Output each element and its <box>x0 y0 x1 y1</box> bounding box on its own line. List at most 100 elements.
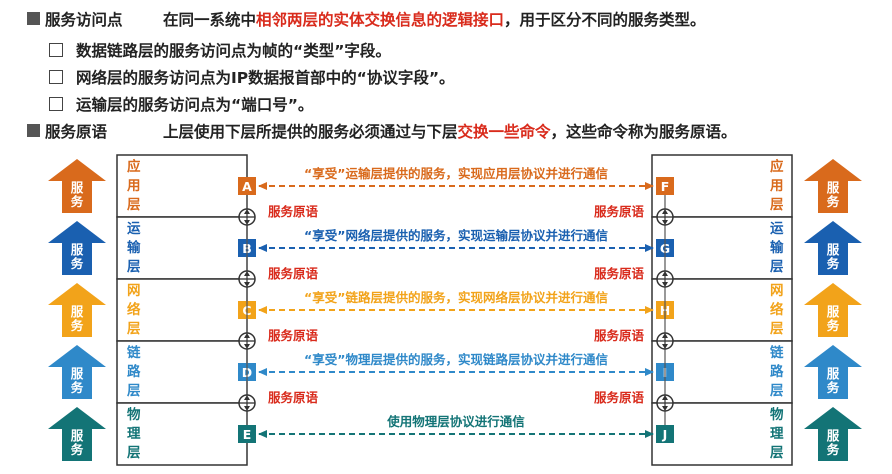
layer-name-char: 链 <box>770 344 784 361</box>
arrowhead-down-icon <box>244 344 250 349</box>
sap-point-right <box>656 425 674 443</box>
service-arrow-label: 服务 <box>827 304 840 333</box>
layer-name-char: 层 <box>127 383 141 399</box>
service-arrow-label: 服务 <box>827 366 840 395</box>
service-arrow-label: 服务 <box>71 180 84 209</box>
arrowhead-down-icon <box>662 220 668 225</box>
primitive-heading: 服务原语 <box>45 123 108 141</box>
service-primitive-label-right: 服务原语 <box>594 204 645 219</box>
sap-desc-suffix: ，用于区分不同的服务类型。 <box>504 11 706 29</box>
service-arrow-label: 服务 <box>827 428 840 457</box>
right-service-arrow: 服务 <box>804 345 862 399</box>
arrowhead-right-icon <box>645 368 654 376</box>
layer-name-char: 层 <box>770 445 784 461</box>
arrowhead-up-icon <box>662 271 668 276</box>
sap-point-right-label: F <box>661 179 670 194</box>
arrowhead-up-icon <box>244 209 250 214</box>
primitive-description: 上层使用下层所提供的服务必须通过与下层交换一些命令，这些命令称为服务原语。 <box>163 120 737 142</box>
right-layer-box <box>651 216 793 280</box>
service-primitive-label-left: 服务原语 <box>268 390 319 405</box>
service-primitive-label-left: 服务原语 <box>268 204 319 219</box>
arrowhead-down-icon <box>244 220 250 225</box>
right-service-arrow: 服务 <box>804 221 862 275</box>
arrowhead-left-icon <box>258 306 267 314</box>
service-primitive-label-right: 服务原语 <box>594 390 645 405</box>
left-service-arrow: 服务 <box>48 283 106 337</box>
sap-item-network: 网络层的服务访问点为IP数据报首部中的“协议字段”。 <box>76 69 455 87</box>
up-arrow-icon <box>48 221 106 275</box>
right-layer-box <box>651 340 793 404</box>
sap-heading: 服务访问点 <box>45 11 123 29</box>
layer-name-char: 输 <box>770 239 784 256</box>
up-arrow-icon <box>804 345 862 399</box>
bullet-square <box>27 12 40 25</box>
arrowhead-up-icon <box>244 395 250 400</box>
left-service-arrow: 服务 <box>48 221 106 275</box>
service-primitive-label-left: 服务原语 <box>268 266 319 281</box>
primitive-desc-highlight: 交换一些命令 <box>457 123 551 141</box>
layer-name-char: 输 <box>127 239 141 256</box>
up-arrow-icon <box>804 283 862 337</box>
service-arrow-label: 服务 <box>827 180 840 209</box>
layer-name-char: 物 <box>127 406 141 423</box>
left-layer-box <box>116 216 248 280</box>
sap-point-left-label: E <box>243 427 252 442</box>
service-arrow-label: 服务 <box>71 366 84 395</box>
layer-name-char: 链 <box>127 344 141 361</box>
left-layer-box <box>116 340 248 404</box>
arrowhead-down-icon <box>662 282 668 287</box>
sap-item-link: 数据链路层的服务访问点为帧的“类型”字段。 <box>76 42 391 60</box>
service-arrow-label: 服务 <box>71 428 84 457</box>
peer-comm-label: 使用物理层协议进行通信 <box>386 414 525 429</box>
right-layer-box <box>651 402 793 466</box>
arrowhead-right-icon <box>645 244 654 252</box>
up-arrow-icon <box>48 283 106 337</box>
sap-point-right <box>656 177 674 195</box>
layer-name-char: 用 <box>770 178 784 194</box>
left-service-arrow: 服务 <box>48 345 106 399</box>
layer-name-char: 网 <box>127 283 141 299</box>
layer-name-char: 层 <box>770 383 784 399</box>
layer-name-char: 用 <box>127 178 141 194</box>
layer-name-char: 层 <box>127 445 141 461</box>
arrowhead-right-icon <box>645 430 654 438</box>
arrowhead-down-icon <box>662 344 668 349</box>
arrowhead-up-icon <box>662 333 668 338</box>
right-service-arrow: 服务 <box>804 159 862 213</box>
sap-item-transport: 运输层的服务访问点为“端口号”。 <box>76 96 314 114</box>
arrowhead-right-icon <box>645 182 654 190</box>
up-arrow-icon <box>804 159 862 213</box>
layer-name-char: 路 <box>127 363 141 380</box>
layer-name-char: 层 <box>127 321 141 337</box>
layer-name-char: 层 <box>127 197 141 213</box>
arrowhead-right-icon <box>645 306 654 314</box>
service-arrow-label: 服务 <box>71 304 84 333</box>
peer-comm-label: “享受”链路层提供的服务，实现网络层协议并进行通信 <box>304 290 608 305</box>
right-service-arrow: 服务 <box>804 283 862 337</box>
left-service-arrow: 服务 <box>48 159 106 213</box>
checkbox-icon <box>49 70 63 84</box>
arrowhead-left-icon <box>258 368 267 376</box>
layer-name-char: 运 <box>127 221 141 237</box>
arrowhead-up-icon <box>662 395 668 400</box>
layer-name-char: 路 <box>770 363 784 380</box>
right-service-arrow: 服务 <box>804 407 862 461</box>
arrowhead-up-icon <box>662 209 668 214</box>
up-arrow-icon <box>48 159 106 213</box>
checkbox-icon <box>49 43 63 57</box>
layer-name-char: 层 <box>127 259 141 275</box>
sap-desc-highlight: 相邻两层的实体交换信息的逻辑接口 <box>256 11 505 29</box>
arrowhead-up-icon <box>244 333 250 338</box>
left-layer-box <box>116 154 248 218</box>
sap-point-left-label: A <box>242 179 252 194</box>
arrowhead-down-icon <box>662 406 668 411</box>
bullet-square <box>27 124 40 137</box>
layer-name-char: 应 <box>770 158 784 175</box>
layer-name-char: 络 <box>770 301 784 318</box>
service-primitive-label-right: 服务原语 <box>594 328 645 343</box>
layer-name-char: 层 <box>770 321 784 337</box>
arrowhead-left-icon <box>258 182 267 190</box>
up-arrow-icon <box>48 345 106 399</box>
